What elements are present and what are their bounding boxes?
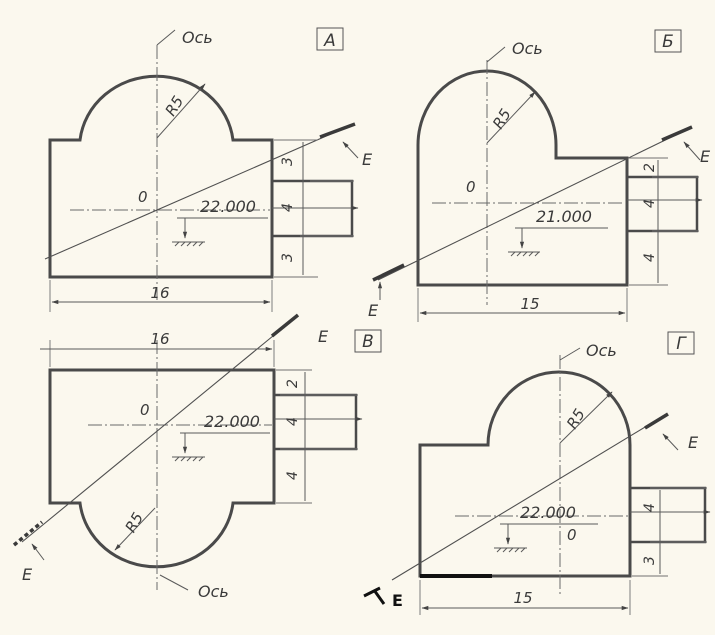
view-b-plane-arrow-right — [683, 141, 701, 161]
view-a: А Ось R5 0 E 22.000 16 3 4 3 — [44, 27, 373, 312]
view-g-reading: 22.000 — [520, 503, 576, 522]
view-a-measuring-line — [44, 129, 341, 260]
view-g-plane-label-right: E — [688, 433, 699, 452]
view-b-plane-mark-left — [372, 263, 405, 282]
view-a-dim-right-3: 3 — [280, 253, 296, 262]
view-a-radius-line — [156, 83, 206, 139]
view-a-axis-label: Ось — [182, 28, 213, 47]
view-g: Г Ось R5 0 E E 22.000 15 4 3 — [363, 331, 711, 615]
view-g-origin-label: 0 — [567, 526, 577, 544]
view-v-radius-label: R5 — [122, 509, 148, 535]
view-g-radius-label: R5 — [563, 406, 589, 432]
view-v-measuring-line — [21, 321, 291, 543]
view-b-radius-label: R5 — [489, 106, 515, 132]
view-b: Б Ось R5 0 E E 21.000 15 2 4 4 — [368, 29, 711, 322]
view-a-width-label: 16 — [150, 284, 169, 302]
view-g-axis-label: Ось — [586, 341, 617, 360]
view-b-base-symbol — [508, 251, 540, 257]
view-g-width-label: 15 — [513, 589, 532, 607]
view-b-label: Б — [662, 32, 674, 52]
view-a-label: А — [323, 31, 336, 51]
view-v-plane-label-right: E — [318, 327, 329, 346]
view-v-plane-mark-right — [270, 313, 300, 338]
view-v-dim-right-1: 2 — [285, 379, 301, 388]
view-a-label-box — [316, 27, 344, 51]
view-a-origin-label: 0 — [138, 188, 148, 206]
view-g-dim-right-1: 4 — [642, 503, 658, 512]
view-b-dim-right-2: 4 — [642, 199, 658, 208]
view-a-dim-right-1: 3 — [280, 157, 296, 166]
view-v-width-label: 16 — [150, 330, 169, 348]
view-v-part-outline — [48, 368, 276, 569]
view-v-dim-right-2: 4 — [285, 417, 301, 426]
view-g-dim-right-2: 3 — [642, 556, 658, 565]
view-v-base-symbol — [172, 456, 205, 462]
view-v-plane-label-left: E — [22, 565, 33, 584]
view-g-measuring-line — [391, 414, 666, 581]
view-b-axis-label: Ось — [512, 39, 543, 58]
view-b-dim-right-1: 2 — [642, 163, 658, 172]
view-g-plane-label-left: E — [392, 591, 403, 610]
view-g-part-outline — [418, 370, 632, 578]
view-b-plane-label-right: E — [700, 147, 711, 166]
view-v-axis-label: Ось — [198, 582, 229, 601]
view-a-plane-mark — [319, 122, 356, 139]
view-a-radius-label: R5 — [162, 93, 188, 119]
view-a-dim-right-2: 4 — [280, 203, 296, 212]
view-a-axis-leader — [156, 29, 176, 46]
view-a-base-symbol — [172, 241, 205, 247]
view-g-base-symbol — [494, 547, 527, 553]
view-a-reading: 22.000 — [200, 197, 256, 216]
view-b-origin-label: 0 — [466, 178, 476, 196]
view-v-label: В — [362, 332, 374, 352]
view-g-label-box — [667, 331, 695, 355]
view-g-axis-leader — [559, 347, 581, 361]
view-v-label-box — [354, 329, 382, 353]
view-g-label: Г — [676, 334, 687, 354]
view-v-reading: 22.000 — [204, 412, 260, 431]
view-v-dim-right-3: 4 — [285, 471, 301, 480]
view-b-part-outline — [416, 69, 629, 287]
view-b-axis-leader — [486, 46, 506, 63]
view-a-part-outline — [48, 74, 274, 279]
view-b-probe — [625, 175, 699, 233]
view-v-axis-leader — [159, 574, 189, 591]
view-a-plane-arrow — [342, 141, 359, 159]
view-v-radius-line — [114, 507, 156, 551]
view-b-dim-right-3: 4 — [642, 253, 658, 262]
view-v: В Ось R5 0 E E 22.000 16 2 4 4 — [12, 313, 382, 601]
view-b-plane-label-left: E — [368, 301, 379, 320]
view-v-plane-arrow-left — [31, 543, 45, 561]
view-g-radius-line — [559, 391, 613, 444]
view-a-plane-label: E — [362, 150, 373, 169]
view-b-label-box — [654, 29, 682, 53]
view-g-plane-mark-right — [644, 412, 669, 430]
view-b-plane-mark-right — [661, 125, 693, 142]
view-v-plane-mark-left — [12, 520, 44, 547]
view-b-radius-line — [486, 91, 536, 144]
view-b-reading: 21.000 — [536, 207, 592, 226]
view-b-measuring-line — [377, 127, 691, 281]
view-g-probe — [628, 486, 707, 544]
view-b-width-label: 15 — [520, 295, 539, 313]
view-g-plane-arrow-right — [662, 433, 679, 451]
view-v-origin-label: 0 — [140, 401, 150, 419]
view-g-plane-mark-left — [363, 586, 386, 605]
